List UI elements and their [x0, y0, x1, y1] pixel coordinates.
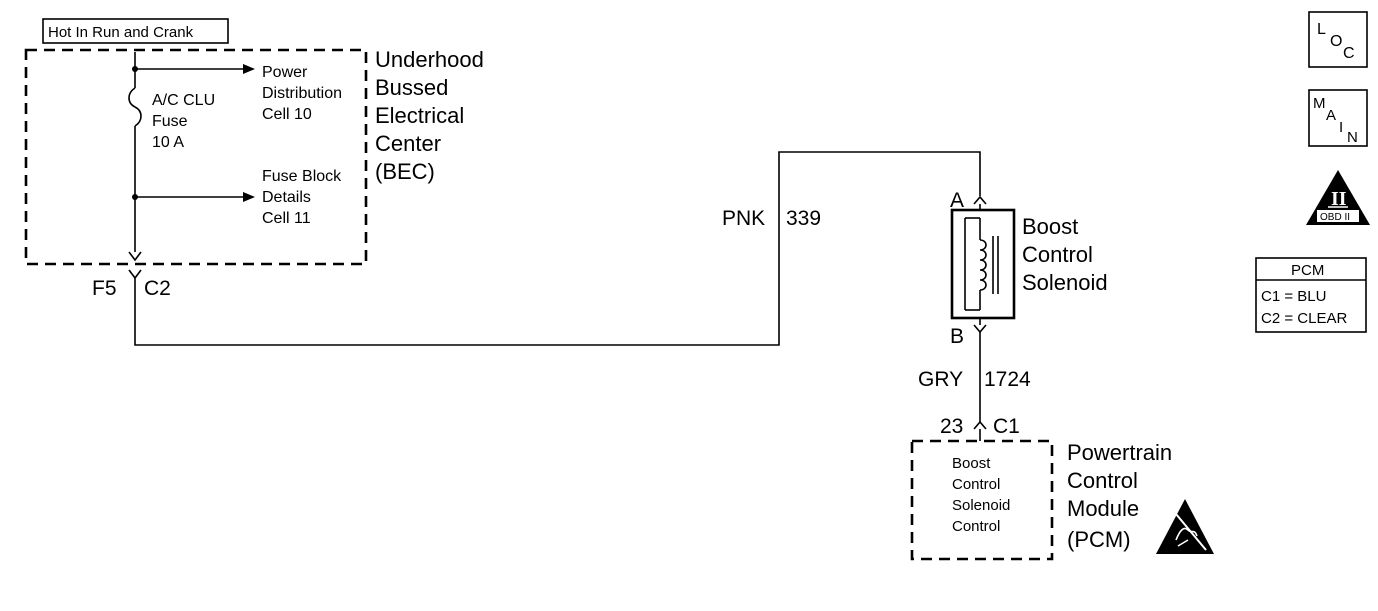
fuse-block-line: Cell 11 [262, 210, 311, 227]
wire-pnk-339 [134, 151, 981, 346]
coil-symbol [979, 239, 987, 291]
connector-icon [128, 269, 142, 280]
loc-letter: C [1343, 45, 1355, 62]
pin-a-label: A [950, 189, 964, 212]
power-dist-line: Cell 10 [262, 106, 312, 123]
pcm-inner-label: Boost Control Solenoid Control [952, 455, 1010, 535]
fuse-label-line: Fuse [152, 113, 188, 130]
bec-boundary [24, 48, 368, 266]
boost-control-solenoid: A B Boost Control Solenoid [950, 189, 1108, 348]
fuse-block-line: Details [262, 189, 311, 206]
connector-icon [973, 324, 987, 334]
pcm-title-line: Module [1067, 496, 1139, 521]
wire-pnk-339-label: PNK 339 [722, 207, 821, 230]
fuse-label-line: 10 A [152, 134, 184, 151]
connector-id-label: C1 [993, 415, 1020, 438]
wire-gry-1724-label: GRY 1724 [918, 368, 1031, 391]
bec-title-line: Underhood [375, 47, 484, 72]
obd-ii-icon: II OBD II [1306, 170, 1370, 225]
connector-id-label: C2 [144, 277, 171, 300]
bec-title: Underhood Bussed Electrical Center (BEC) [375, 47, 484, 184]
legend-title: PCM [1291, 262, 1324, 279]
main-letter: I [1339, 119, 1343, 136]
esd-warning-icon [1156, 499, 1214, 554]
fuse-block-line: Fuse Block [262, 168, 342, 185]
power-source-label: Hot In Run and Crank [42, 18, 229, 44]
bec-title-line: Electrical [375, 103, 464, 128]
pcm-inner-line: Boost [952, 455, 991, 472]
loc-letter: L [1317, 21, 1326, 38]
fuse-label-line: A/C CLU [152, 92, 215, 109]
pcm-connector-legend: PCM C1 = BLU C2 = CLEAR [1255, 257, 1367, 333]
main-letter: M [1313, 95, 1326, 112]
fuse-label: A/C CLU Fuse 10 A [152, 92, 215, 151]
pin-b-label: B [950, 325, 964, 348]
wire-circuit-label: 1724 [984, 368, 1031, 391]
legend-row: C2 = CLEAR [1261, 310, 1347, 327]
solenoid-title-line: Boost [1022, 214, 1078, 239]
arrow-down-icon [128, 251, 142, 262]
solenoid-body [950, 208, 1016, 320]
bec-title-line: Center [375, 131, 441, 156]
wire-color-label: PNK [722, 207, 765, 230]
fuse-block-reference: Fuse Block Details Cell 11 [262, 168, 342, 227]
connector-icon [973, 195, 987, 205]
pcm-title-line: (PCM) [1067, 527, 1131, 552]
pcm-inner-line: Control [952, 518, 1000, 535]
fuse-symbol [128, 87, 142, 127]
bec-bus [128, 52, 255, 262]
pcm-connector-c1: 23 C1 [940, 415, 1020, 441]
arrow-right-icon [243, 192, 255, 202]
pcm-title: Powertrain Control Module (PCM) [1067, 440, 1172, 552]
solenoid-title-line: Control [1022, 242, 1093, 267]
solenoid-title-line: Solenoid [1022, 270, 1108, 295]
connector-pin-label: F5 [92, 277, 117, 300]
pcm-title-line: Powertrain [1067, 440, 1172, 465]
arrow-right-icon [243, 64, 255, 74]
connector-pin-label: 23 [940, 415, 963, 438]
loc-letter: O [1330, 33, 1342, 50]
bec-title-line: Bussed [375, 75, 448, 100]
loc-icon: L O C [1308, 11, 1368, 68]
wire-circuit-label: 339 [786, 207, 821, 230]
pcm-inner-line: Solenoid [952, 497, 1010, 514]
power-source-text: Hot In Run and Crank [48, 24, 194, 41]
wire-color-label: GRY [918, 368, 963, 391]
bec-connector-c2: F5 C2 [92, 269, 171, 300]
main-icon: M A I N [1308, 89, 1368, 147]
bec-title-line: (BEC) [375, 159, 435, 184]
main-letter: A [1326, 107, 1336, 124]
connector-icon [973, 420, 987, 430]
obd-label: OBD II [1320, 212, 1350, 223]
pcm-inner-line: Control [952, 476, 1000, 493]
power-dist-line: Distribution [262, 85, 342, 102]
power-dist-line: Power [262, 64, 308, 81]
main-letter: N [1347, 129, 1358, 146]
obd-numeral: II [1331, 188, 1347, 210]
pcm-boundary [910, 439, 1054, 561]
legend-row: C1 = BLU [1261, 288, 1326, 305]
power-distribution-reference: Power Distribution Cell 10 [262, 64, 342, 123]
pcm-title-line: Control [1067, 468, 1138, 493]
